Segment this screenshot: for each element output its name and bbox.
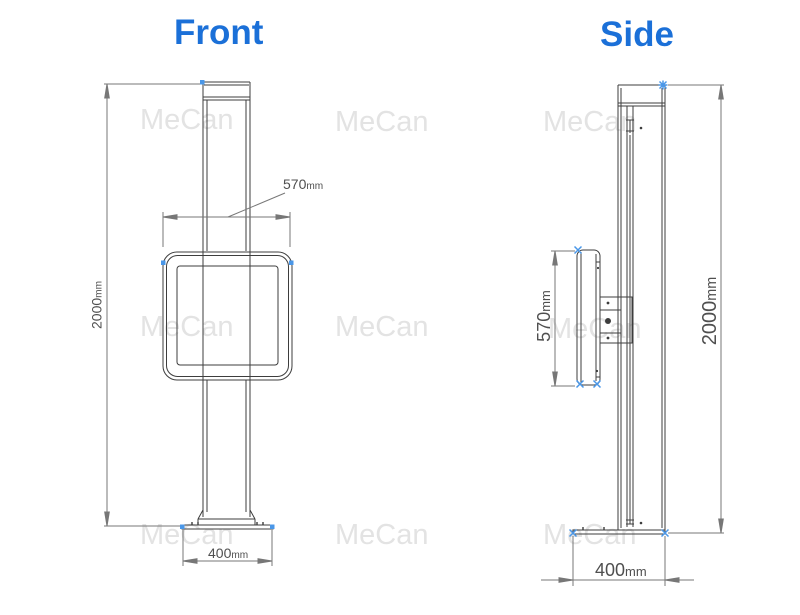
watermark-text: MeCan: [140, 311, 234, 343]
side-view-title: Side: [600, 15, 674, 54]
front-view-dimensions: [104, 83, 291, 566]
front-screen-width-label: 570mm: [283, 176, 324, 192]
front-base-width-label: 400mm: [208, 545, 249, 561]
side-screen-height-label: 570mm: [534, 290, 554, 342]
front-total-height-label: 2000mm: [88, 281, 105, 329]
watermark-text: MeCan: [335, 311, 429, 343]
watermark-text: MeCan: [548, 313, 642, 345]
watermark-text: MeCan: [335, 106, 429, 138]
side-view-snap-markers: [568, 80, 670, 538]
side-base-depth-label: 400mm: [595, 560, 647, 580]
watermark-text: MeCan: [140, 104, 234, 136]
front-view-drawing: [162, 81, 293, 530]
watermark-text: MeCan: [140, 519, 234, 551]
front-view-title: Front: [174, 13, 264, 52]
front-view-snap-markers: [161, 80, 294, 529]
side-view-drawing: [572, 84, 666, 535]
side-view-dimensions: [541, 84, 724, 586]
side-total-height-label: 2000mm: [699, 276, 721, 346]
watermark-text: MeCan: [335, 519, 429, 551]
